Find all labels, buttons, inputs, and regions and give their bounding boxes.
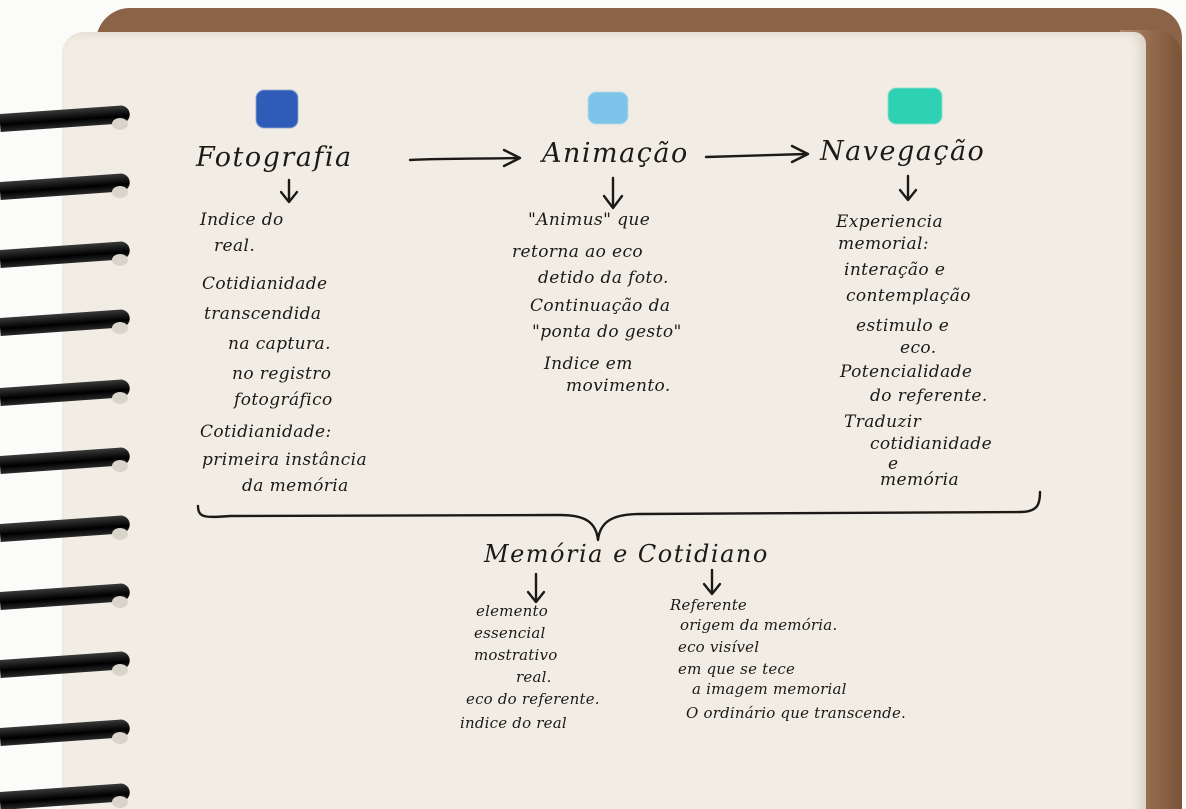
note-line: no registro — [232, 364, 332, 384]
note-line: Cotidianidade: — [200, 422, 332, 442]
bracket-brace — [196, 490, 1042, 542]
note-line: transcendida — [204, 304, 322, 324]
note-line: "ponta do gesto" — [532, 322, 682, 342]
notebook-page — [62, 32, 1146, 809]
note-line: na captura. — [228, 334, 331, 354]
spiral-ring — [0, 240, 132, 274]
note-line: real. — [214, 236, 256, 256]
note-line: memorial: — [838, 234, 929, 254]
spiral-ring — [0, 782, 132, 809]
note-line: Traduzir — [844, 412, 922, 432]
note-line: origem da memória. — [680, 616, 838, 634]
note-line: a imagem memorial — [692, 680, 847, 698]
note-line: Potencialidade — [840, 362, 973, 382]
spiral-ring — [0, 514, 132, 548]
note-line: real. — [516, 668, 552, 686]
swatch-animacao — [588, 92, 628, 124]
note-line: elemento — [476, 602, 548, 620]
note-line: eco. — [900, 338, 937, 358]
note-line: e — [888, 454, 899, 474]
note-line: Referente — [670, 596, 748, 614]
swatch-navegacao — [888, 88, 942, 124]
note-line: interação e — [844, 260, 946, 280]
note-line: O ordinário que transcende. — [686, 704, 907, 722]
node-navegacao: Navegação — [820, 136, 986, 167]
note-line: memória — [880, 470, 960, 490]
note-line: eco visível — [678, 638, 760, 656]
node-fotografia: Fotografia — [196, 142, 353, 173]
note-line: Cotidianidade — [202, 274, 328, 294]
note-line: indice do real — [460, 714, 567, 732]
spiral-ring — [0, 172, 132, 206]
note-line: essencial — [474, 624, 546, 642]
note-line: detido da foto. — [538, 268, 669, 288]
note-line: Indice do — [200, 210, 284, 230]
note-line: estimulo e — [856, 316, 950, 336]
note-line: fotográfico — [234, 390, 333, 410]
note-line: contemplação — [846, 286, 971, 306]
spiral-ring — [0, 582, 132, 616]
note-line: cotidianidade — [870, 434, 993, 454]
spiral-ring — [0, 104, 132, 138]
arrow-fotografia-to-animacao — [408, 156, 520, 162]
spiral-ring — [0, 718, 132, 752]
note-line: movimento. — [566, 376, 671, 396]
note-line: em que se tece — [678, 660, 796, 678]
node-animacao: Animação — [542, 138, 689, 169]
note-line: Experiencia — [836, 212, 944, 232]
note-line: "Animus" que — [528, 210, 651, 230]
node-memoria-cotidiano: Memória e Cotidiano — [484, 540, 769, 568]
note-line: Continuação da — [530, 296, 671, 316]
note-line: mostrativo — [474, 646, 558, 664]
spiral-ring — [0, 446, 132, 480]
note-line: da memória — [242, 476, 349, 496]
note-line: do referente. — [870, 386, 988, 406]
note-line: retorna ao eco — [512, 242, 644, 262]
note-line: primeira instância — [202, 450, 368, 470]
swatch-fotografia — [256, 90, 298, 128]
spiral-ring — [0, 308, 132, 342]
note-line: Indice em — [544, 354, 633, 374]
spiral-ring — [0, 378, 132, 412]
spiral-ring — [0, 650, 132, 684]
note-line: eco do referente. — [466, 690, 600, 708]
arrow-animacao-to-navegacao — [704, 152, 808, 159]
